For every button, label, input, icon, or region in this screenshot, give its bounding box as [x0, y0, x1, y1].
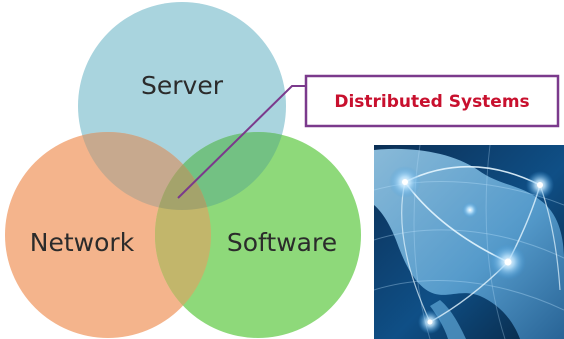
callout-label: Distributed Systems [334, 92, 529, 112]
server-software-overlap [155, 132, 286, 210]
software-label: Software [227, 228, 337, 257]
server-label: Server [141, 71, 224, 100]
globe-network-image [374, 145, 564, 339]
network-label: Network [30, 228, 135, 257]
server-network-overlap [78, 132, 211, 210]
callout-leader-line [177, 85, 306, 199]
callout-box [304, 74, 560, 128]
